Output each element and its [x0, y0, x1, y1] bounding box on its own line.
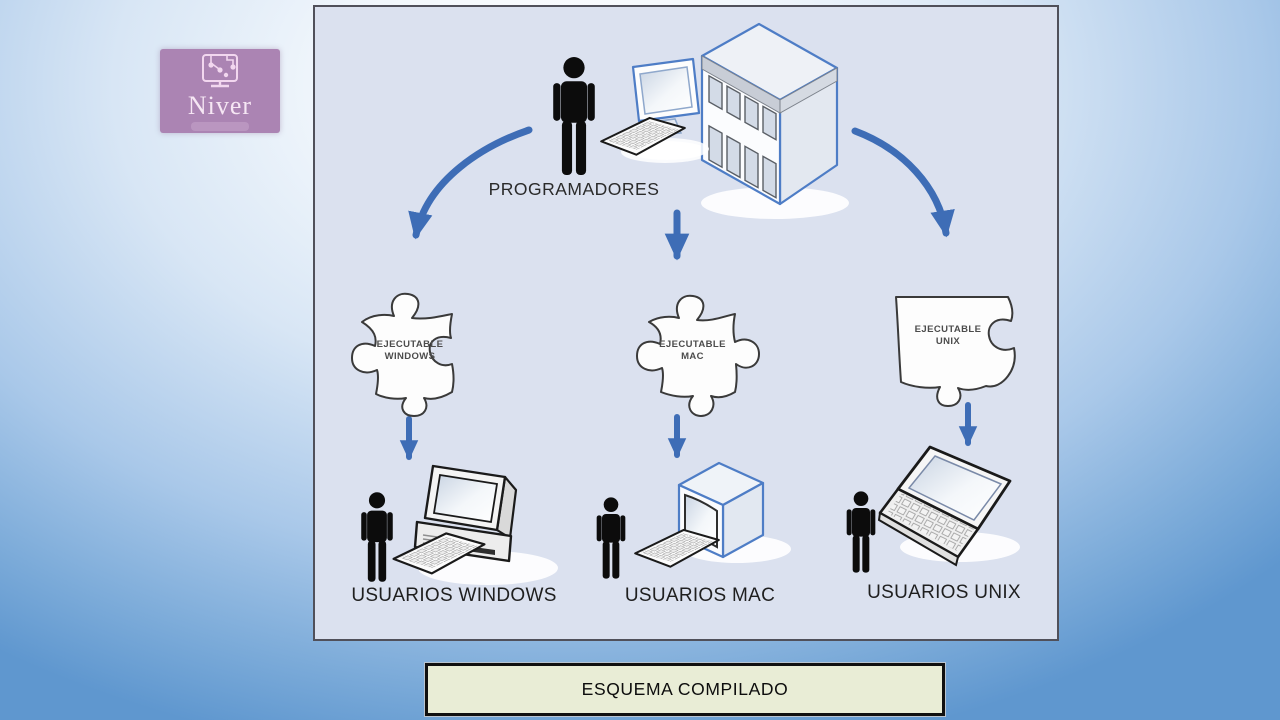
- executable-unix-label: EJECUTABLE UNIX: [890, 324, 1006, 349]
- usuarios-mac-label: USUARIOS MAC: [624, 585, 776, 606]
- diagram-panel: PROGRAMADORES EJECUTABLE WINDOWS EJECUTA…: [313, 5, 1059, 641]
- laptop-icon: [877, 445, 1020, 567]
- executable-mac-line1: EJECUTABLE: [659, 339, 726, 350]
- arrow-to-windows-exec: [408, 126, 533, 240]
- desktop-pc-icon: [392, 464, 558, 585]
- mac-user-person-icon: [596, 497, 626, 579]
- executable-mac-line2: MAC: [681, 351, 704, 363]
- executable-unix-line2: UNIX: [935, 336, 961, 348]
- user-arrows: [399, 402, 978, 461]
- programmer-person-icon: [553, 57, 595, 175]
- caption-text: ESQUEMA COMPILADO: [581, 679, 789, 699]
- channel-logo: Niver: [160, 49, 280, 133]
- executable-windows-line1: EJECUTABLE: [376, 339, 444, 350]
- arrow-to-unix-exec: [851, 127, 955, 238]
- executable-windows-label: EJECUTABLE WINDOWS: [355, 339, 465, 364]
- unix-user-person-icon: [846, 491, 876, 573]
- executable-unix-line1: EJECUTABLE: [914, 324, 982, 335]
- windows-user-person-icon: [361, 492, 393, 582]
- flow-arrows: [408, 126, 955, 261]
- puzzle-unix: [895, 296, 1016, 407]
- usuarios-windows-label: USUARIOS WINDOWS: [351, 585, 557, 606]
- workstation-icon: [600, 57, 709, 160]
- puzzle-windows: [351, 292, 455, 417]
- logo-title: Niver: [187, 91, 253, 120]
- caption-box: ESQUEMA COMPILADO: [425, 663, 945, 716]
- executable-windows-line2: WINDOWS: [384, 351, 436, 363]
- office-building-icon: [700, 22, 839, 206]
- executable-mac-label: EJECUTABLE MAC: [635, 339, 750, 364]
- mac-computer-icon: [634, 461, 791, 568]
- logo-subtitle-blur: [191, 122, 249, 131]
- diagram-graphics: [351, 22, 1020, 585]
- programmers-label: PROGRAMADORES: [488, 179, 660, 199]
- usuarios-unix-label: USUARIOS UNIX: [867, 582, 1021, 603]
- puzzle-mac: [636, 294, 760, 417]
- circuit-monitor-icon: [202, 54, 238, 88]
